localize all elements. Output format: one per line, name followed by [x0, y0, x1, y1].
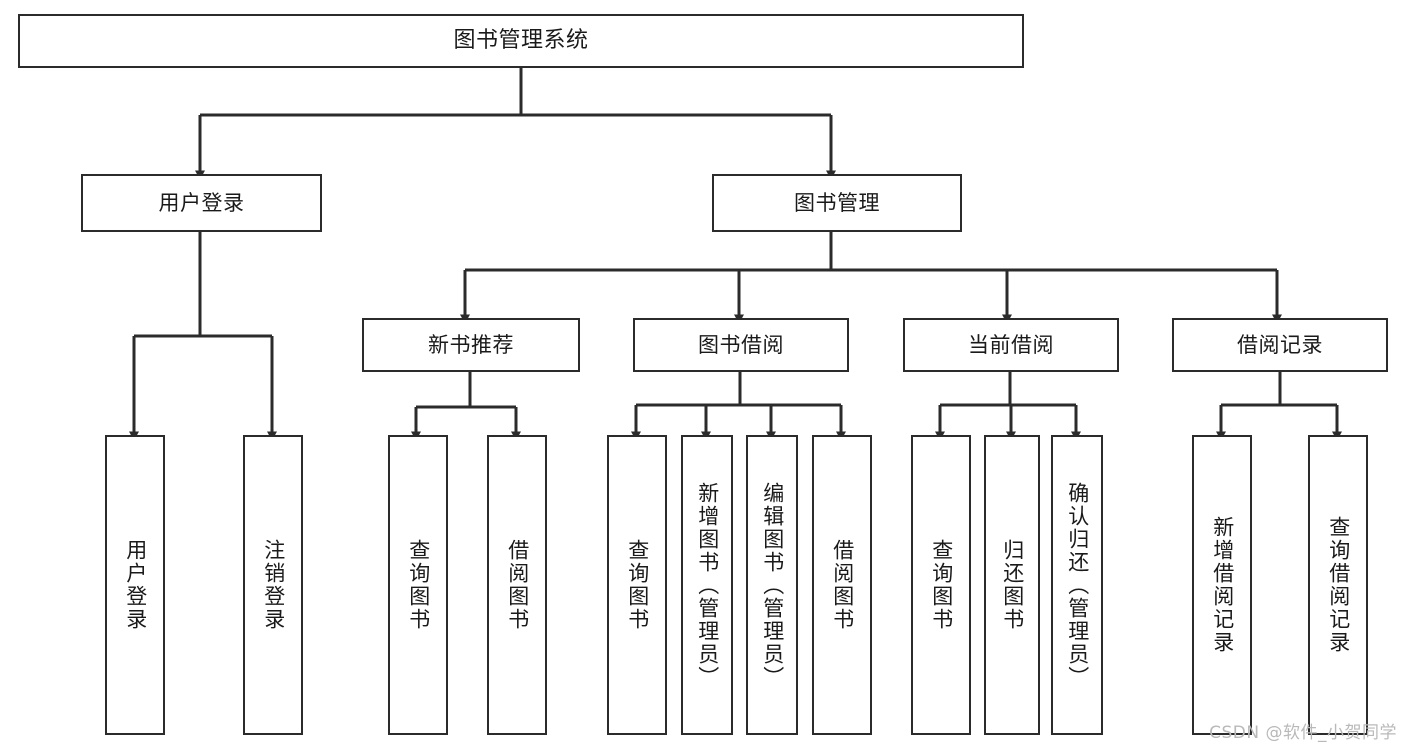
node-leaf-add-book-admin-label: 新增图书（管理员）	[695, 481, 720, 689]
node-current-borrow[interactable]: 当前借阅	[903, 318, 1119, 372]
node-leaf-borrow-book[interactable]: 借阅图书	[812, 435, 872, 735]
node-leaf-query-book-borrow[interactable]: 查询图书	[607, 435, 667, 735]
node-book-borrow[interactable]: 图书借阅	[633, 318, 849, 372]
node-leaf-add-book-admin[interactable]: 新增图书（管理员）	[681, 435, 733, 735]
node-leaf-user-login[interactable]: 用户登录	[105, 435, 165, 735]
node-leaf-confirm-return-admin-label: 确认归还（管理员）	[1065, 481, 1090, 689]
node-borrow-record-label: 借阅记录	[1237, 332, 1323, 357]
node-leaf-query-borrow-record[interactable]: 查询借阅记录	[1308, 435, 1368, 735]
node-book-manage[interactable]: 图书管理	[712, 174, 962, 232]
node-current-borrow-label: 当前借阅	[968, 332, 1054, 357]
node-leaf-user-logout-label: 注销登录	[261, 539, 286, 631]
node-borrow-record[interactable]: 借阅记录	[1172, 318, 1388, 372]
node-leaf-user-logout[interactable]: 注销登录	[243, 435, 303, 735]
node-new-book-rec-label: 新书推荐	[428, 332, 514, 357]
watermark: CSDN @软件_小贺同学	[1209, 723, 1397, 743]
node-user-login-label: 用户登录	[158, 190, 245, 215]
node-leaf-user-login-label: 用户登录	[123, 539, 148, 631]
node-leaf-query-book-rec-label: 查询图书	[406, 539, 431, 631]
node-leaf-borrow-book-label: 借阅图书	[830, 539, 855, 631]
node-leaf-query-borrow-record-label: 查询借阅记录	[1326, 516, 1351, 654]
node-leaf-edit-book-admin-label: 编辑图书（管理员）	[760, 481, 785, 689]
node-root-label: 图书管理系统	[453, 28, 589, 54]
node-user-login[interactable]: 用户登录	[81, 174, 322, 232]
node-leaf-confirm-return-admin[interactable]: 确认归还（管理员）	[1051, 435, 1103, 735]
node-book-manage-label: 图书管理	[794, 190, 880, 215]
node-leaf-add-borrow-record-label: 新增借阅记录	[1210, 516, 1235, 654]
node-leaf-borrow-book-rec-label: 借阅图书	[505, 539, 530, 631]
node-leaf-borrow-book-rec[interactable]: 借阅图书	[487, 435, 547, 735]
node-leaf-edit-book-admin[interactable]: 编辑图书（管理员）	[746, 435, 798, 735]
node-leaf-query-book-borrow-label: 查询图书	[625, 539, 650, 631]
node-root[interactable]: 图书管理系统	[18, 14, 1024, 68]
node-leaf-query-book-current-label: 查询图书	[929, 539, 954, 631]
node-new-book-rec[interactable]: 新书推荐	[362, 318, 580, 372]
node-leaf-add-borrow-record[interactable]: 新增借阅记录	[1192, 435, 1252, 735]
node-leaf-return-book[interactable]: 归还图书	[984, 435, 1040, 735]
node-leaf-query-book-current[interactable]: 查询图书	[911, 435, 971, 735]
node-book-borrow-label: 图书借阅	[698, 332, 784, 357]
node-leaf-query-book-rec[interactable]: 查询图书	[388, 435, 448, 735]
node-leaf-return-book-label: 归还图书	[1000, 539, 1025, 631]
